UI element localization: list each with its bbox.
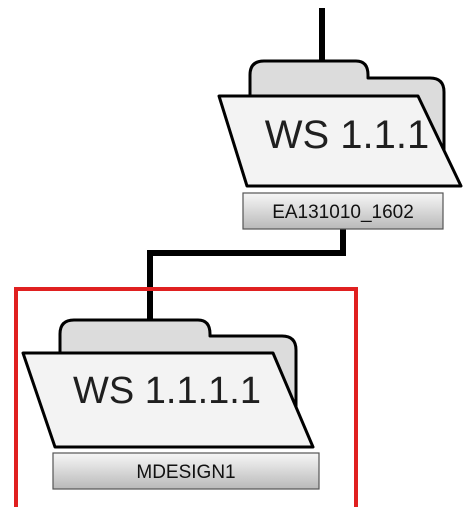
folder-icon — [217, 59, 463, 188]
node-tag: EA131010_1602 — [242, 192, 444, 230]
folder-icon — [21, 318, 315, 449]
node-ws-1-1-1-1[interactable]: WS 1.1.1.1 MDESIGN1 — [21, 318, 320, 490]
folder-label: WS 1.1.1.1 — [73, 370, 261, 412]
tag-label: EA131010_1602 — [272, 202, 414, 223]
tag-label: MDESIGN1 — [136, 462, 235, 483]
connector-line-parent-child — [147, 228, 346, 328]
node-tag: MDESIGN1 — [52, 452, 320, 490]
selection-highlight — [14, 287, 358, 507]
folder-label: WS 1.1.1 — [265, 113, 430, 157]
node-ws-1-1-1[interactable]: WS 1.1.1 EA131010_1602 — [217, 59, 463, 230]
